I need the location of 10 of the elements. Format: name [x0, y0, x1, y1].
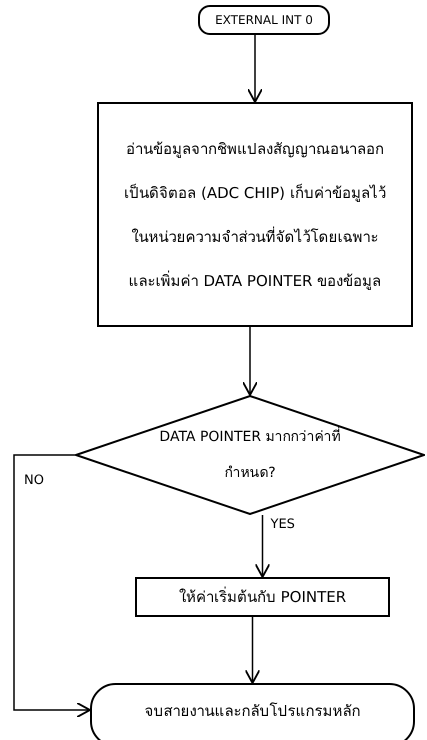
arrow [247, 35, 263, 103]
terminal-box: EXTERNAL INT 0 [198, 5, 330, 35]
arrow [242, 327, 258, 396]
arrow [13, 454, 91, 718]
arrow [244, 617, 260, 684]
arrow [254, 515, 270, 578]
process-box: ให้ค่าเริ่มต้นกับ POINTER [135, 577, 390, 617]
decision-diamond: DATA POINTER มากกว่าค่าที่กำหนด? [75, 395, 425, 515]
terminal-box: จบสายงานและกลับโปรแกรมหลัก [90, 683, 415, 740]
process-box: อ่านข้อมูลจากชิพแปลงสัญญาณอนาลอกเป็นดิจิตอล (ADC CHIP) เก็บค่าข้อมูลไว้ในหน่วยความจำส่วนที่จัดไว้โดยเฉพาะและเพิ่มค่า DATA POINTER ของข้อมูล [97, 102, 413, 327]
